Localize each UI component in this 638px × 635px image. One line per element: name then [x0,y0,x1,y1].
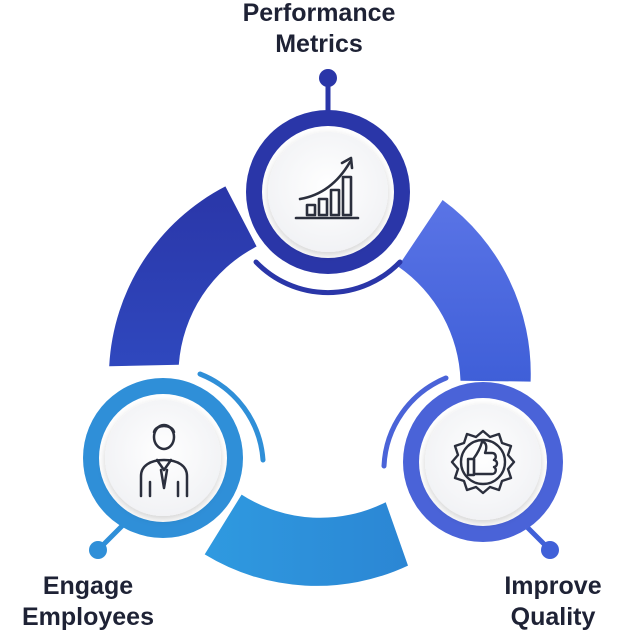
connector-dot-top [319,69,337,87]
label-performance-metrics-line1: Performance [242,0,396,27]
label-engage-employees: Engage Employees [0,571,176,633]
ring-segments [109,186,531,586]
growth-chart-icon [294,156,360,220]
label-performance-metrics-line2: Metrics [275,30,363,58]
ring-segment-top-left [109,186,257,367]
label-engage-employees-line1: Engage [42,572,134,600]
connector-dot-left [89,541,107,559]
ring-segment-bottom [204,494,408,586]
label-performance-metrics: Performance Metrics [224,0,414,60]
label-improve-quality-line1: Improve [504,572,602,600]
ring-segment-right [398,200,531,382]
node-engage-employees [83,371,266,538]
label-improve-quality-line2: Quality [510,603,596,631]
label-improve-quality: Improve Quality [478,571,628,633]
thumbs-up-badge-icon [450,429,516,495]
connector-dot-right [541,541,559,559]
label-engage-employees-line2: Employees [21,603,154,631]
node-improve-quality [381,375,563,542]
node-performance-metrics [246,110,410,296]
employee-icon [139,423,189,498]
